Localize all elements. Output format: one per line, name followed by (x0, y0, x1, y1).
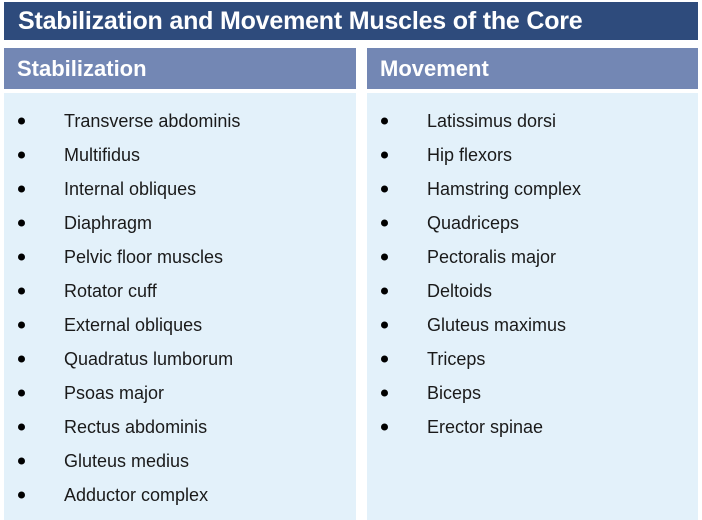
list-item: Triceps (367, 342, 698, 376)
list-item-label: Triceps (427, 349, 486, 369)
bullet-icon (18, 117, 25, 125)
list-item-label: External obliques (64, 315, 203, 335)
bullet-icon (18, 219, 25, 227)
list-item-label: Rectus abdominis (64, 417, 208, 437)
list-item-label: Pelvic floor muscles (64, 247, 224, 267)
list-item-label: Gluteus maximus (427, 315, 567, 335)
list-item-label: Adductor complex (64, 485, 209, 505)
bullet-icon (18, 491, 25, 499)
list-item-label: Quadratus lumborum (64, 349, 234, 369)
list-item: Quadriceps (367, 206, 698, 240)
bullet-icon (381, 253, 388, 261)
list-item-label: Biceps (427, 383, 482, 403)
list-item-label: Latissimus dorsi (427, 111, 557, 131)
list-item-label: Gluteus medius (64, 451, 190, 471)
column-movement: Movement Latissimus dorsi Hip flexors Ha… (367, 48, 698, 520)
list-item: Adductor complex (4, 478, 356, 512)
bullet-icon (18, 355, 25, 363)
column-header-label: Movement (380, 55, 489, 81)
list-item: Hip flexors (367, 138, 698, 172)
list-item: Pelvic floor muscles (4, 240, 356, 274)
list-item-label: Transverse abdominis (64, 111, 241, 131)
list-item: Quadratus lumborum (4, 342, 356, 376)
list-item-label: Erector spinae (427, 417, 544, 437)
bullet-icon (381, 389, 388, 397)
bullet-icon (18, 185, 25, 193)
list-item: Latissimus dorsi (367, 104, 698, 138)
list-item: Pectoralis major (367, 240, 698, 274)
list-item: Deltoids (367, 274, 698, 308)
bullet-icon (381, 219, 388, 227)
column-body-movement: Latissimus dorsi Hip flexors Hamstring c… (367, 93, 698, 520)
bullet-icon (381, 423, 388, 431)
list-item: Gluteus medius (4, 444, 356, 478)
list-item-label: Psoas major (64, 383, 165, 403)
list-item: Rectus abdominis (4, 410, 356, 444)
column-body-stabilization: Transverse abdominis Multifidus Internal… (4, 93, 356, 520)
list-item: External obliques (4, 308, 356, 342)
list-item: Hamstring complex (367, 172, 698, 206)
bullet-icon (381, 185, 388, 193)
list-item-label: Quadriceps (427, 213, 520, 233)
muscle-list-movement: Latissimus dorsi Hip flexors Hamstring c… (367, 104, 698, 444)
list-item-label: Internal obliques (64, 179, 197, 199)
bullet-icon (18, 287, 25, 295)
list-item-label: Hamstring complex (427, 179, 582, 199)
list-item: Gluteus maximus (367, 308, 698, 342)
bullet-icon (18, 151, 25, 159)
list-item-label: Hip flexors (427, 145, 513, 165)
list-item-label: Rotator cuff (64, 281, 157, 301)
list-item: Rotator cuff (4, 274, 356, 308)
bullet-icon (18, 321, 25, 329)
list-item: Multifidus (4, 138, 356, 172)
bullet-icon (381, 151, 388, 159)
column-header-label: Stabilization (17, 55, 147, 81)
list-item-label: Pectoralis major (427, 247, 557, 267)
list-item: Biceps (367, 376, 698, 410)
page-title: Stabilization and Movement Muscles of th… (18, 6, 583, 35)
list-item-label: Diaphragm (64, 213, 153, 233)
column-header-movement: Movement (367, 48, 698, 89)
bullet-icon (381, 287, 388, 295)
bullet-icon (381, 117, 388, 125)
list-item: Psoas major (4, 376, 356, 410)
muscle-list-stabilization: Transverse abdominis Multifidus Internal… (4, 104, 356, 512)
bullet-icon (18, 423, 25, 431)
title-bar: Stabilization and Movement Muscles of th… (4, 2, 698, 40)
list-item-label: Multifidus (64, 145, 141, 165)
list-item: Internal obliques (4, 172, 356, 206)
list-item-label: Deltoids (427, 281, 493, 301)
column-stabilization: Stabilization Transverse abdominis Multi… (4, 48, 356, 520)
column-header-stabilization: Stabilization (4, 48, 356, 89)
bullet-icon (18, 457, 25, 465)
bullet-icon (18, 389, 25, 397)
list-item: Erector spinae (367, 410, 698, 444)
columns-container: Stabilization Transverse abdominis Multi… (4, 48, 698, 520)
bullet-icon (381, 355, 388, 363)
list-item: Transverse abdominis (4, 104, 356, 138)
bullet-icon (18, 253, 25, 261)
list-item: Diaphragm (4, 206, 356, 240)
bullet-icon (381, 321, 388, 329)
